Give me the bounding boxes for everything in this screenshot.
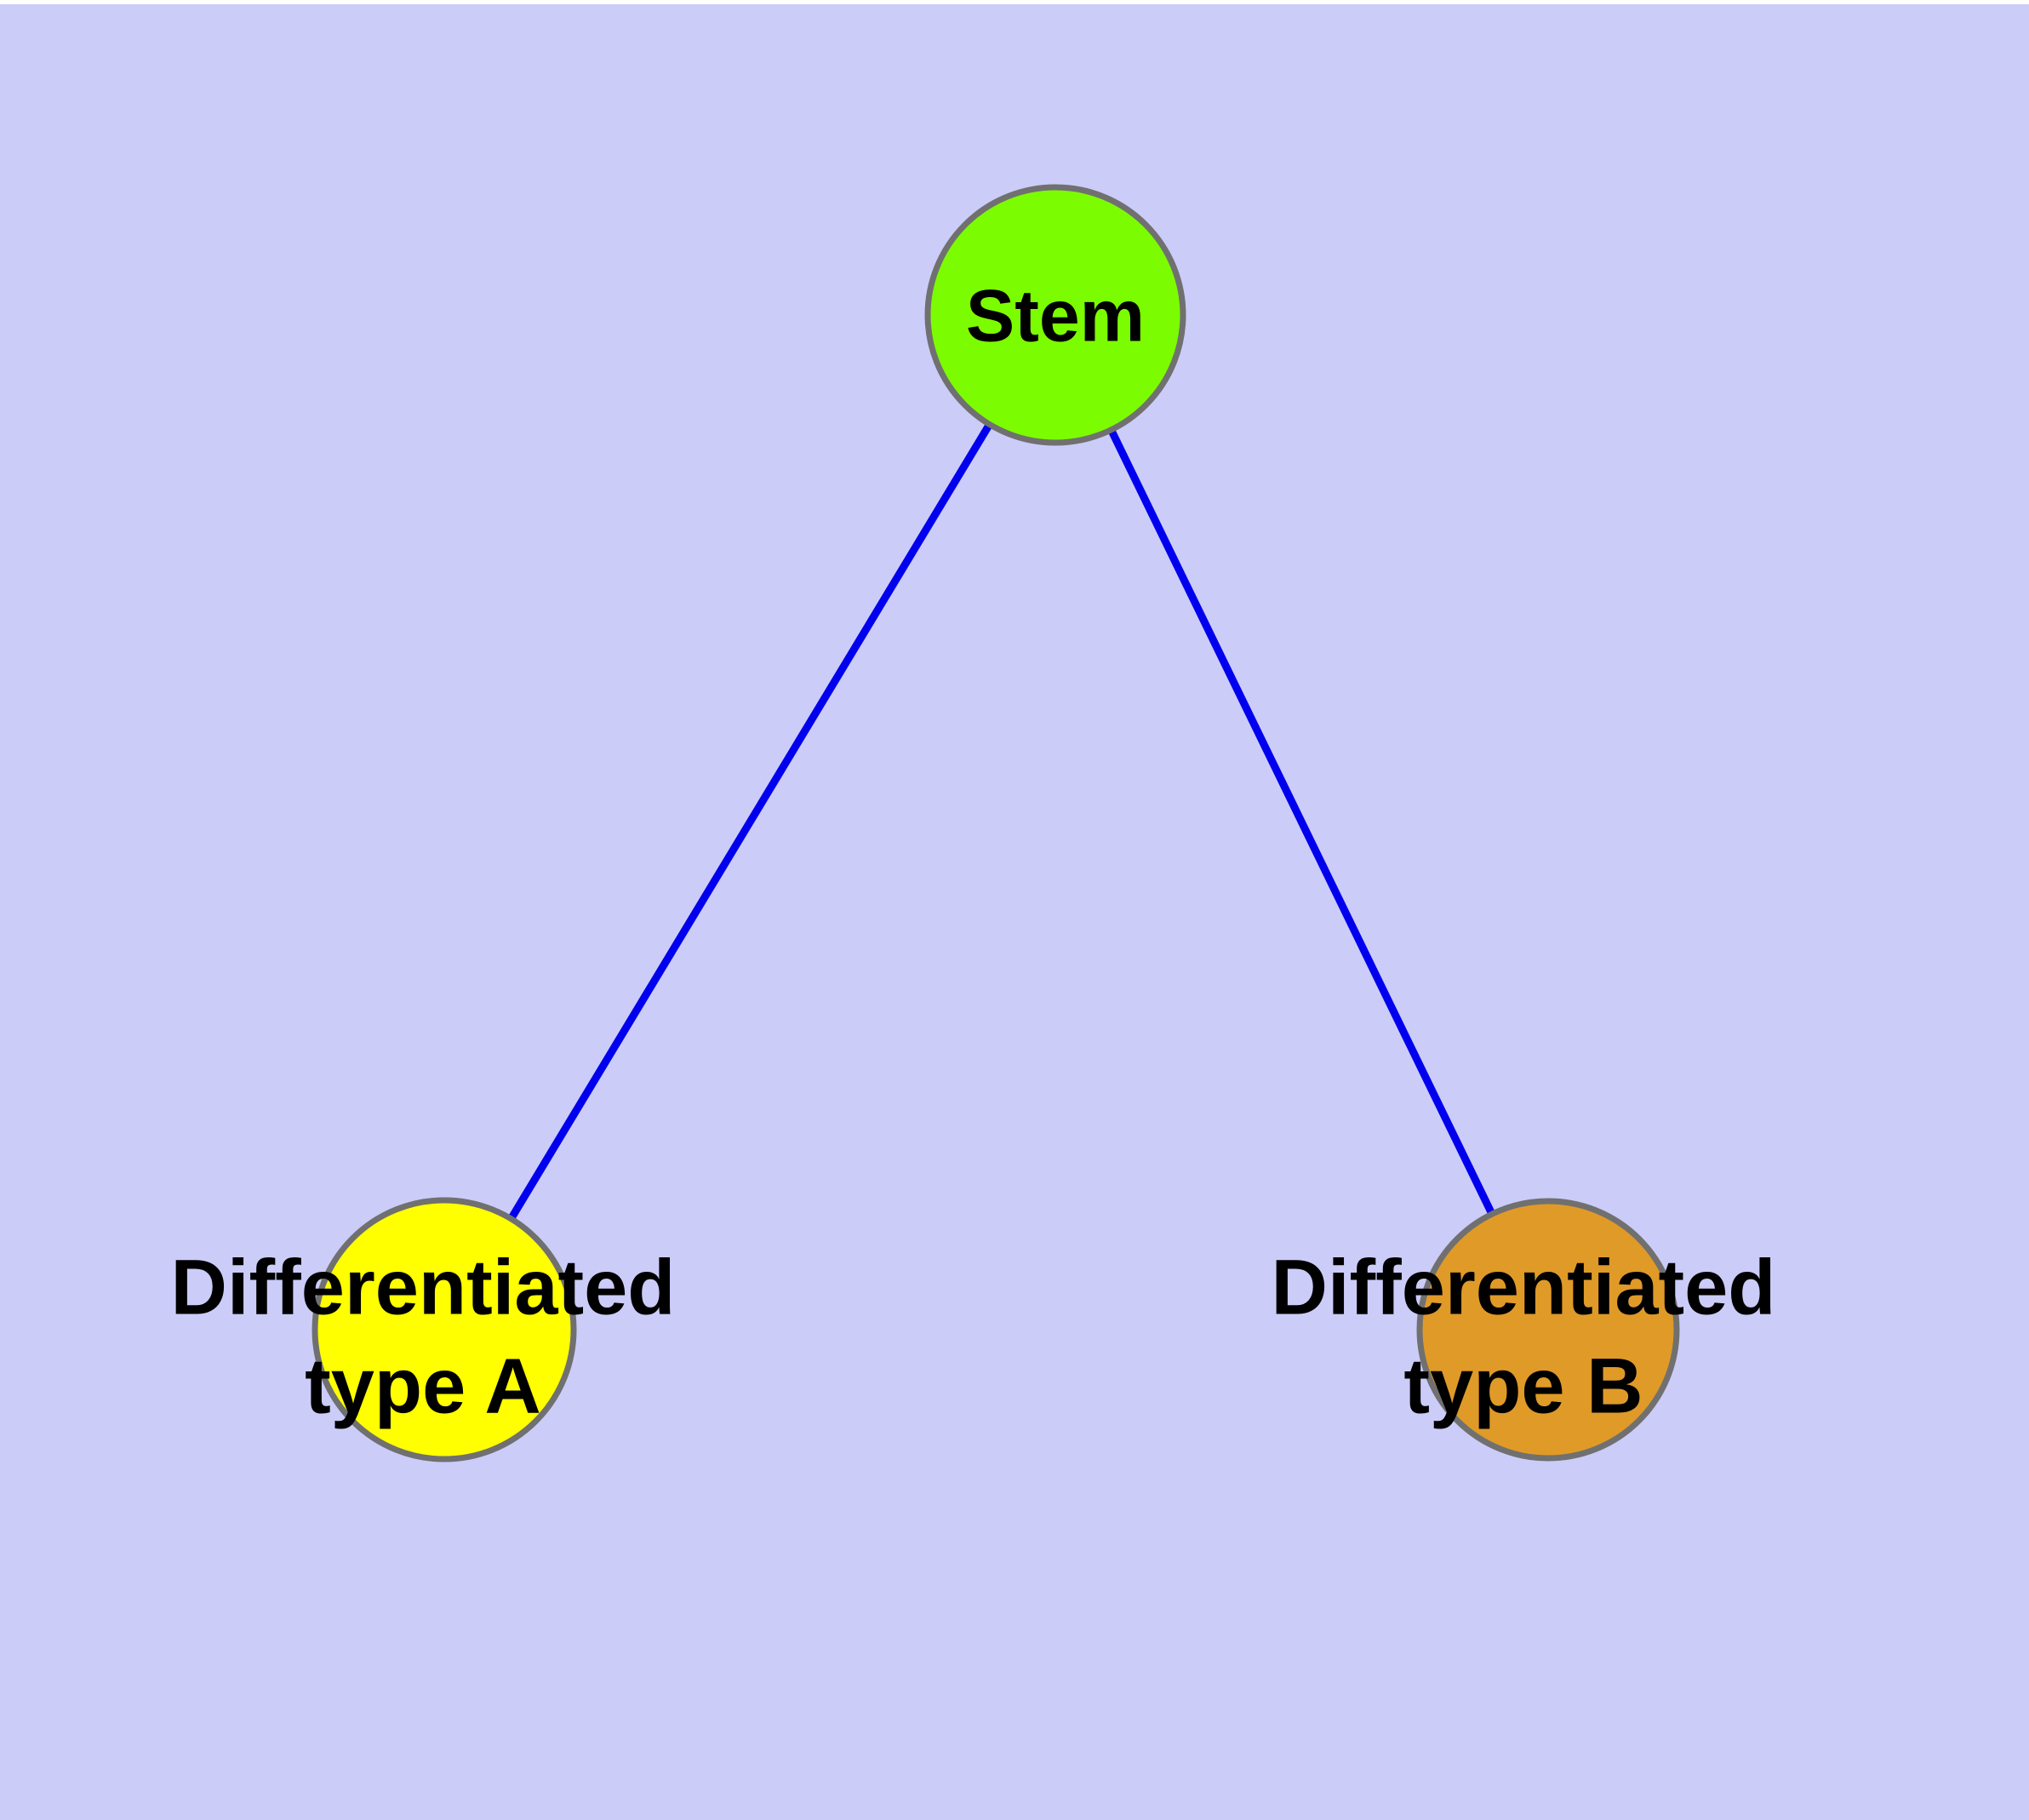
node-differentiated-type-b-label-line-2: type B (1403, 1342, 1643, 1429)
node-layer: Stem (311, 184, 1680, 1462)
label-layer: Differentiated type A Differentiated typ… (171, 1244, 1776, 1429)
edge-layer (441, 312, 1552, 1332)
edge-stem-to-differentiated-type-b (1051, 313, 1552, 1331)
node-stem-label: Stem (966, 276, 1145, 358)
node-differentiated-type-b-circle[interactable] (1416, 1198, 1680, 1462)
node-stem[interactable]: Stem (924, 184, 1186, 446)
node-differentiated-type-a-circle[interactable] (311, 1197, 577, 1462)
node-differentiated-type-a-label-line-2: type A (305, 1342, 541, 1429)
node-differentiated-type-b[interactable] (1416, 1198, 1680, 1462)
node-differentiated-type-b-label-line-1: Differentiated (1272, 1244, 1776, 1331)
node-stem-circle[interactable] (924, 184, 1186, 446)
node-differentiated-type-a[interactable] (311, 1197, 577, 1462)
node-differentiated-type-a-label-line-1: Differentiated (171, 1244, 676, 1331)
edge-stem-to-differentiated-type-a (441, 312, 1059, 1332)
